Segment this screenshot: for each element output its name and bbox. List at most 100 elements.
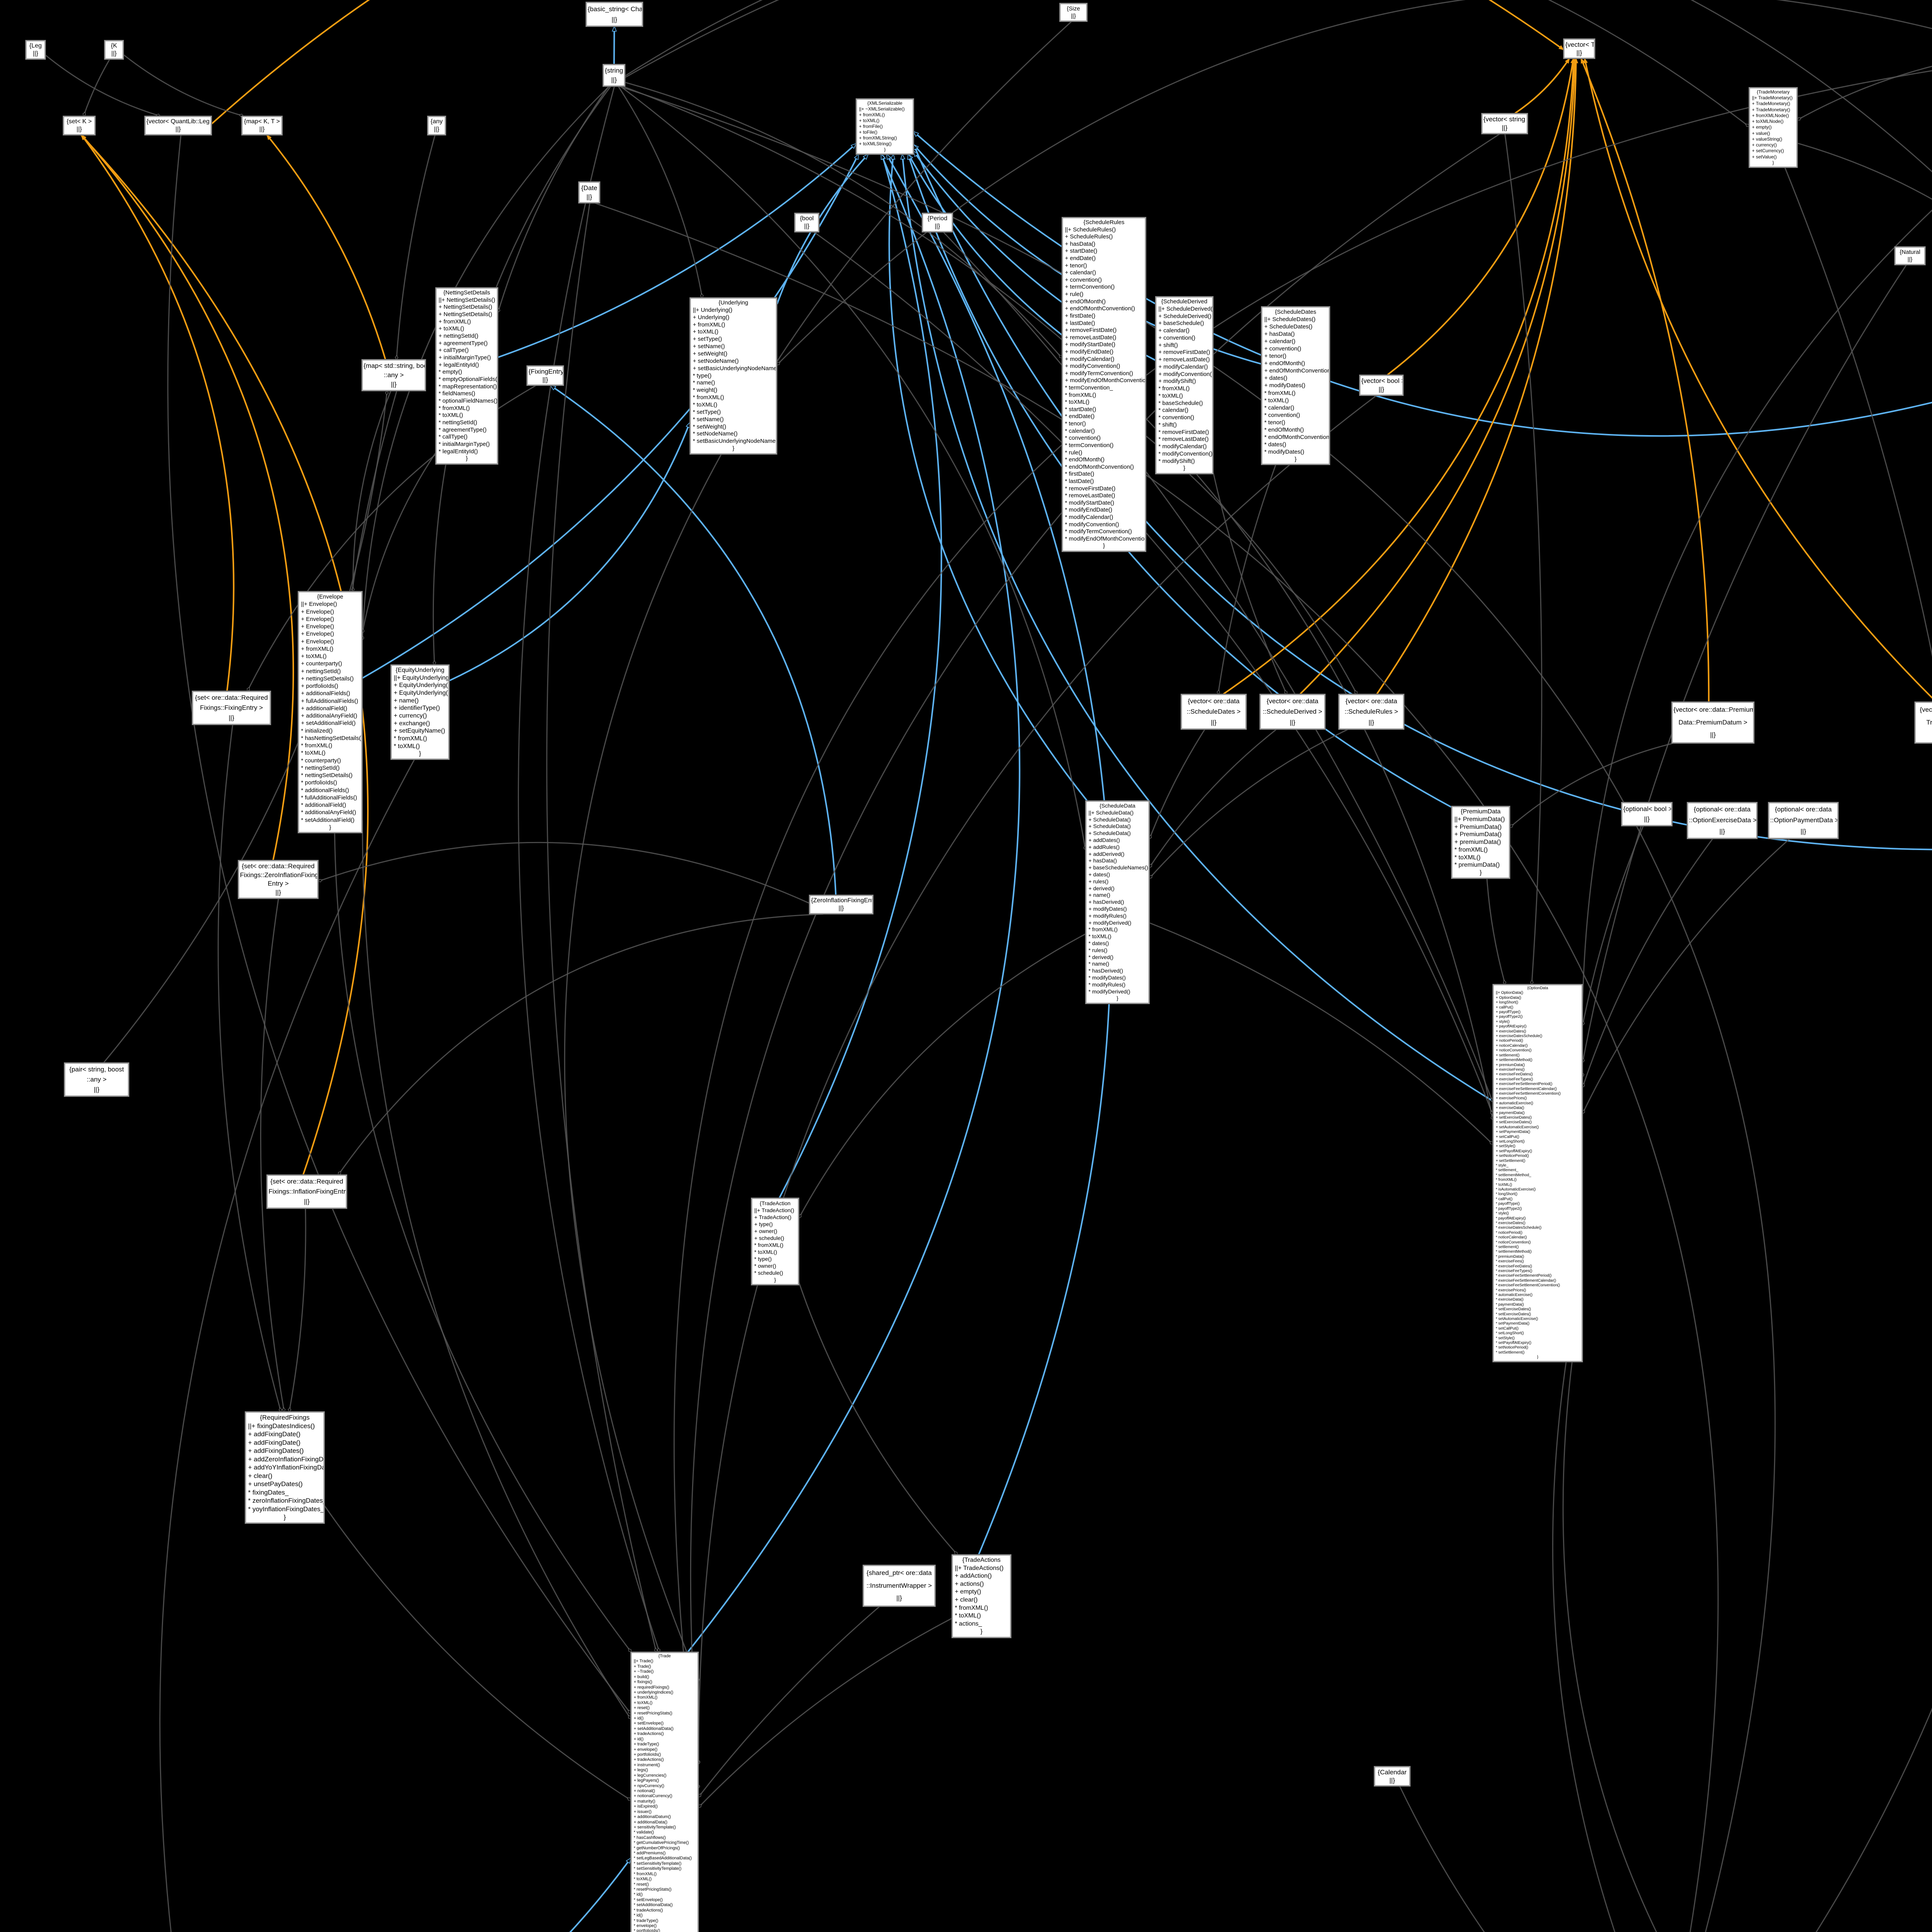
member-line: ||+ OptionData() [1496, 991, 1524, 995]
class-node-premiumdata[interactable]: {PremiumData||+ PremiumData()+ PremiumDa… [1451, 806, 1510, 879]
class-node-any[interactable]: {any||} [427, 116, 446, 136]
class-node-schedulerules[interactable]: {ScheduleRules||+ ScheduleRules()+ Sched… [1061, 217, 1146, 552]
edge-tradeaction-to-tradeactions [798, 1282, 957, 1554]
member-line: + exerciseDates() [1496, 1029, 1526, 1034]
node-label-line: ::ScheduleDates > [1187, 708, 1241, 716]
node-label-line: ||} [275, 888, 281, 896]
class-node-leg[interactable]: {Leg||} [25, 40, 46, 60]
class-node-tradeaction[interactable]: {TradeAction||+ TradeAction()+ TradeActi… [751, 1197, 799, 1286]
class-node-fixingentry[interactable]: {FixingEntry||} [526, 365, 564, 386]
class-node-requiredfixings[interactable]: {RequiredFixings||+ fixingDatesIndices()… [245, 1411, 325, 1524]
class-node-schedulederived[interactable]: {ScheduleDerived||+ ScheduleDerived()+ S… [1155, 296, 1214, 474]
edge-nettingsetdetails-to-envelope [362, 452, 436, 633]
class-node-envelope[interactable]: {Envelope||+ Envelope()+ Envelope()+ Env… [298, 591, 363, 833]
member-line: * setWeight() [693, 423, 726, 430]
member-line: + tradeType() [634, 1742, 659, 1747]
class-node-tradeactions[interactable]: {TradeActions||+ TradeActions()+ addActi… [951, 1554, 1012, 1638]
class-node-period[interactable]: {Period||} [922, 213, 953, 233]
class-node-date[interactable]: {Date||} [578, 181, 600, 204]
node-label-line: {OptionData [1527, 986, 1548, 990]
edge-string-to-barrieroption [619, 86, 1776, 1932]
node-label-line: ::InstrumentWrapper > [866, 1582, 932, 1589]
class-node-trademonetary[interactable]: {TradeMonetary||+ TradeMonetary()+ Trade… [1748, 87, 1798, 168]
edge-real-to-underlying [777, 0, 1932, 365]
member-line: + build() [634, 1674, 650, 1679]
member-line: ||+ TradeAction() [754, 1207, 794, 1213]
member-line: ||+ TradeMonetary() [1752, 95, 1793, 101]
class-node-basic-string[interactable]: {basic_string< Char >||} [585, 2, 643, 27]
node-label-line: {Date [581, 184, 597, 192]
class-node-pair-string-any[interactable]: {pair< string, boost::any >||} [64, 1062, 129, 1097]
member-line: + setName() [693, 343, 725, 350]
node-label-line: {TradeMonetary [1757, 89, 1790, 95]
class-node-equityunderlying[interactable]: {EquityUnderlying||+ EquityUnderlying()+… [390, 664, 450, 760]
class-node-vector-string[interactable]: {vector< string >||} [1481, 113, 1528, 134]
class-node-nettingsetdetails[interactable]: {NettingSetDetails||+ NettingSetDetails(… [435, 287, 498, 465]
node-label-line: {RequiredFixings [260, 1414, 310, 1421]
class-node-map-kt[interactable]: {map< K, T >||} [241, 116, 283, 136]
class-node-bool-box[interactable]: {bool||} [794, 213, 820, 233]
class-node-underlying[interactable]: {Underlying||+ Underlying()+ Underlying(… [689, 297, 777, 455]
member-line: + addFixingDates() [248, 1447, 304, 1455]
class-node-vector-leg[interactable]: {vector< QuantLib::Leg >||} [144, 116, 212, 136]
edge-envelope-to-trade [362, 820, 631, 1719]
class-node-scheduledates[interactable]: {ScheduleDates||+ ScheduleDates()+ Sched… [1261, 306, 1330, 465]
class-node-zeroinfl-fixingentry[interactable]: {ZeroInflationFixingEntry||} [809, 895, 874, 915]
member-line: * exercisePrices() [1496, 1288, 1526, 1293]
class-node-vector-schedulederived[interactable]: {vector< ore::data::ScheduleDerived >||} [1259, 694, 1326, 730]
class-node-vector-tradebarrier[interactable]: {vector< ore::data::TradeBarrier >||} [1914, 701, 1932, 744]
class-node-instrumentwrapper[interactable]: {shared_ptr< ore::data::InstrumentWrappe… [862, 1565, 936, 1607]
class-node-natural[interactable]: {Natural||} [1894, 246, 1926, 265]
member-line: + exchange() [394, 720, 430, 727]
member-line: * optionalFieldNames() [439, 398, 498, 405]
member-line: * fromXML() [955, 1604, 988, 1611]
edge-vector-string-to-vector-t [1514, 59, 1570, 114]
class-node-optional-bool[interactable]: {optional< bool >||} [1621, 802, 1673, 827]
node-label-line: {map< K, T > [244, 118, 280, 125]
member-line: + calendar() [1065, 269, 1096, 276]
member-line: + sensitivityTemplate() [634, 1825, 676, 1830]
class-node-optiondata[interactable]: {OptionData||+ OptionData()+ OptionData(… [1492, 984, 1583, 1362]
member-line: + TradeAction() [754, 1214, 792, 1220]
class-node-optional-payment[interactable]: {optional< ore::data::OptionPaymentData … [1768, 802, 1839, 839]
member-line: + toXML() [439, 325, 464, 332]
class-node-set-k[interactable]: {set< K >||} [63, 116, 96, 136]
member-line: + setPayoffAtExpiry() [1496, 1149, 1532, 1153]
member-line: ||+ ~XMLSerializable() [859, 106, 905, 112]
member-line: ||+ ScheduleRules() [1065, 226, 1116, 233]
class-node-vector-t[interactable]: {vector< T >||} [1563, 38, 1595, 59]
class-node-k[interactable]: {K||} [104, 40, 124, 60]
node-label-line: {ScheduleDerived [1161, 298, 1208, 305]
member-line: + settlement() [1496, 1053, 1520, 1058]
class-node-xmlserializable[interactable]: {XMLSerializable||+ ~XMLSerializable()+ … [855, 98, 914, 155]
member-line: * setExerciseDates() [1496, 1307, 1531, 1312]
edge-leg-to-vector-leg [45, 54, 160, 116]
member-line: * fromXML() [754, 1242, 784, 1248]
member-line: * payoffAtExpiry() [1496, 1216, 1526, 1221]
member-line: + TradeMonetary() [1752, 101, 1791, 107]
class-node-vector-schedulerules[interactable]: {vector< ore::data::ScheduleRules >||} [1338, 694, 1405, 730]
class-node-string[interactable]: {string||} [602, 64, 626, 87]
class-node-size[interactable]: {Size||} [1059, 3, 1088, 22]
node-label-line: } [1103, 543, 1105, 549]
member-line: * convention() [1264, 412, 1300, 418]
edge-vector-scheduledates-to-vector-t [1223, 59, 1573, 695]
member-line: * modifyConvention() [1158, 450, 1213, 457]
class-node-scheduledata[interactable]: {ScheduleData||+ ScheduleData()+ Schedul… [1085, 800, 1150, 1004]
member-line: + reset() [634, 1706, 650, 1711]
member-line: * hasDerived() [1088, 968, 1123, 974]
member-line: + instrument() [634, 1762, 660, 1767]
class-node-optional-exercise[interactable]: {optional< ore::data::OptionExerciseData… [1687, 802, 1758, 839]
member-line: + addYoYInflationFixingDate() [248, 1464, 325, 1471]
class-node-map-string-any[interactable]: {map< std::string, boost::any >||} [361, 359, 426, 391]
class-node-vector-scheduledates[interactable]: {vector< ore::data::ScheduleDates >||} [1180, 694, 1247, 730]
class-node-vector-bool[interactable]: {vector< bool >||} [1359, 374, 1404, 396]
node-label-line: {K [111, 43, 117, 49]
member-line: + actions() [955, 1580, 984, 1587]
class-node-trade[interactable]: {Trade||+ Trade()+ Trade()+ ~Trade()+ bu… [630, 1651, 699, 1932]
class-node-calendar[interactable]: {Calendar||} [1374, 1766, 1411, 1787]
